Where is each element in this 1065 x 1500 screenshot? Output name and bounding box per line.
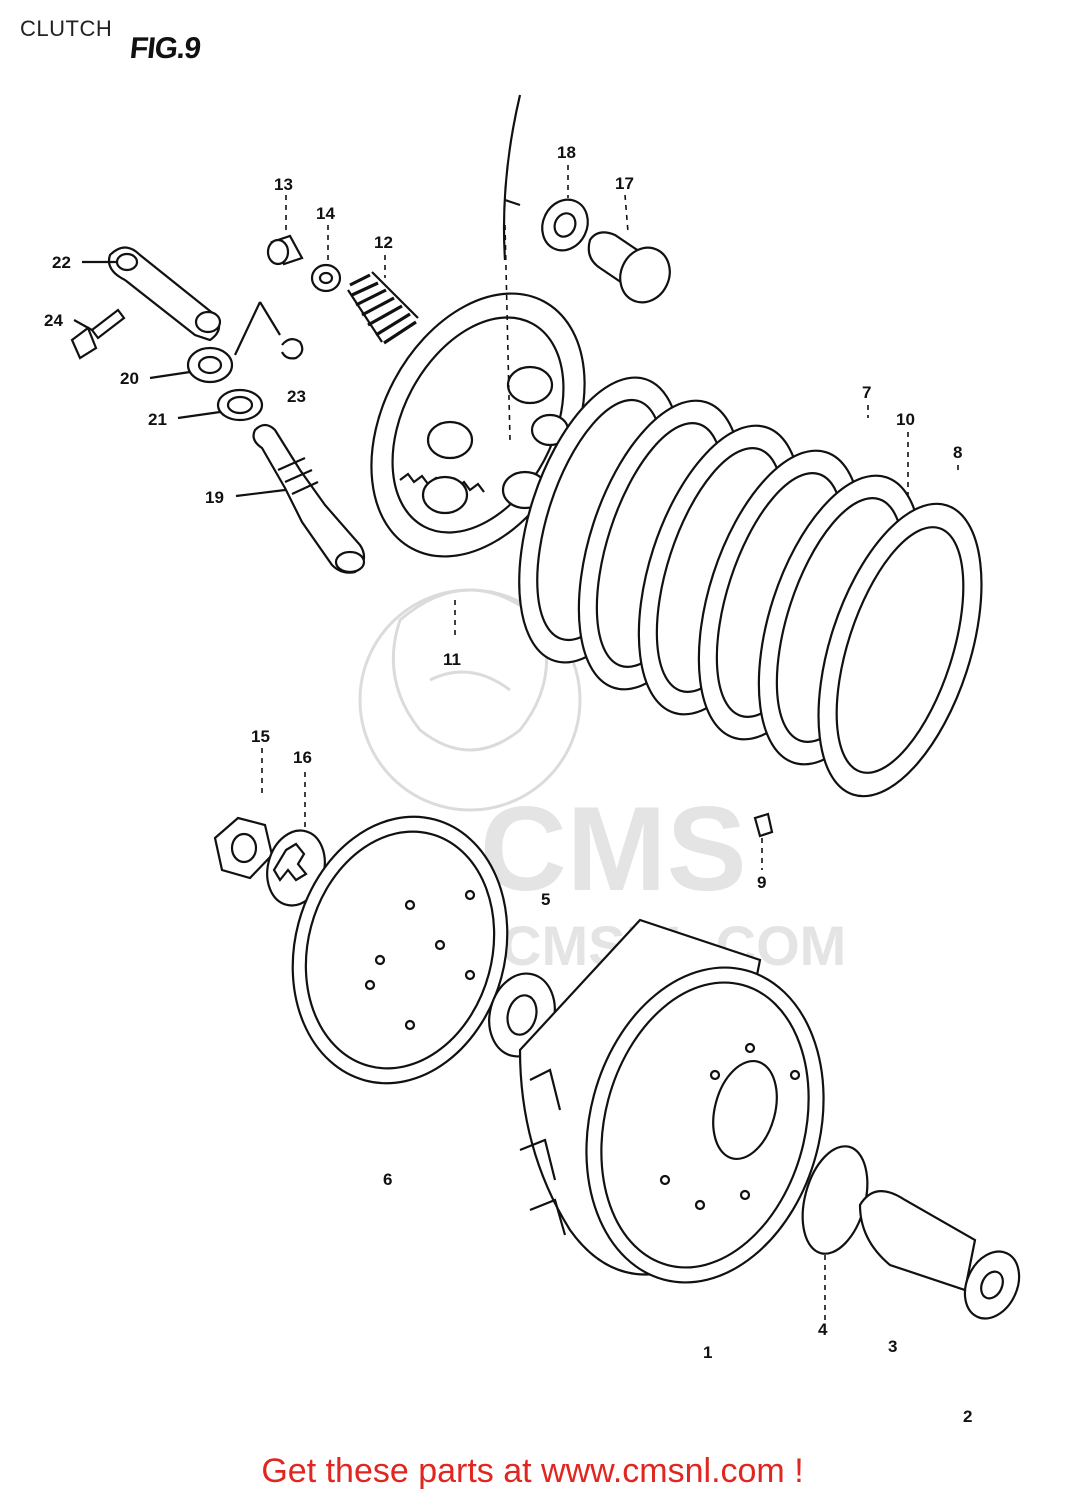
callout-5: 5	[541, 890, 550, 909]
clutch-spring	[347, 271, 419, 345]
callout-13: 13	[274, 175, 293, 194]
callout-12: 12	[374, 233, 393, 252]
callout-15: 15	[251, 727, 270, 746]
callout-6: 6	[383, 1170, 392, 1189]
footer-cta[interactable]: Get these parts at www.cmsnl.com !	[261, 1452, 804, 1490]
callout-4: 4	[818, 1320, 828, 1339]
leader-lines	[73, 94, 959, 1320]
arm-bolt	[70, 308, 126, 360]
callout-23: 23	[287, 387, 306, 406]
callout-7: 7	[862, 383, 871, 402]
oil-seal	[186, 346, 234, 384]
section-title: CLUTCH	[20, 16, 113, 41]
callout-16: 16	[293, 748, 312, 767]
callout-17: 17	[615, 174, 634, 193]
clutch-plate-stack	[518, 376, 983, 798]
callout-labels: 1 2 3 4 5 6 7 8 9 10 11 12 13 14 15 16 1…	[44, 143, 972, 1426]
clutch-exploded-diagram: CMS WWW.CMSNL.COM	[44, 94, 1021, 1426]
nut-15	[213, 816, 274, 880]
callout-1: 1	[703, 1343, 712, 1362]
callout-19: 19	[205, 488, 224, 507]
primary-shaft	[858, 1190, 977, 1292]
push-pin	[587, 231, 671, 304]
callout-24: 24	[44, 311, 63, 330]
callout-8: 8	[953, 443, 962, 462]
callout-10: 10	[896, 410, 915, 429]
washer-14	[310, 263, 342, 293]
callout-21: 21	[148, 410, 167, 429]
lock-washer-16	[266, 829, 326, 907]
clutch-plate	[817, 502, 983, 798]
callout-3: 3	[888, 1337, 897, 1356]
damper-9	[753, 812, 774, 838]
callout-9: 9	[757, 873, 766, 892]
watermark-brand: CMS	[480, 782, 747, 916]
washer-2	[963, 1250, 1021, 1320]
release-shaft	[252, 423, 366, 574]
clip-23	[281, 338, 304, 360]
callout-18: 18	[557, 143, 576, 162]
callout-20: 20	[120, 369, 139, 388]
primary-driven-gear-housing	[518, 918, 825, 1284]
clutch-sleeve-hub	[291, 815, 509, 1085]
screw-13	[266, 234, 304, 266]
callout-11: 11	[443, 650, 461, 669]
release-arm	[107, 246, 222, 342]
callout-14: 14	[316, 204, 335, 223]
callout-2: 2	[963, 1407, 972, 1426]
washer-21	[216, 388, 264, 422]
washer-18	[541, 198, 589, 252]
callout-22: 22	[52, 253, 71, 272]
